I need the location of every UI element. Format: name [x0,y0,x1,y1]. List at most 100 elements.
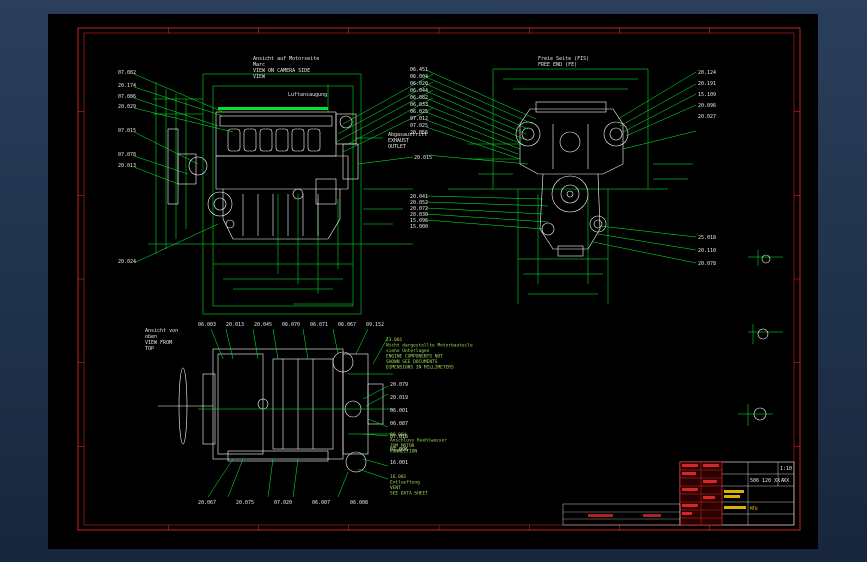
front-view-title-1: Freie Seite (FIS) [538,56,589,62]
front-view: Freie Seite (FIS) FREE END (FE) 06.45106… [410,56,716,304]
callout-label: 06.007 [312,500,330,506]
front-bottom-right-callouts: 25.018 20.110 20.078 [698,235,716,267]
side-callout: 07.082 [118,70,136,76]
callout-label: 09.152 [366,322,384,328]
top-top-callouts: 06.003 20.013 20.045 06.070 06.071 06.067 09.1… [198,322,384,328]
callout-label: 20.027 [698,114,716,120]
exhaust-label-2: EXHAUST [388,138,409,144]
top-view-title-4: TOP [145,346,154,352]
callout-label: 06.071 [310,322,328,328]
callout-label: CONNECTION [390,449,417,455]
side-view: Ansicht auf Motorseite Marc VIEW ON CAME… [118,56,434,315]
callout-label: 06.033 [410,102,428,108]
side-callout: 20.013 [118,163,136,169]
detail-b [757,328,769,340]
callout-label: 06.020 [410,81,428,87]
callout-label: 07.096 [390,447,408,453]
callout-label: ENGINE COMPONENTS NOT [386,354,443,360]
detail-a [761,254,771,264]
top-view-title-1: Ansicht von [145,328,178,334]
callout-label: 20.019 [390,395,408,401]
callout-label: 25.018 [698,235,716,241]
callout-label: Nicht dargestellte Motorbauteile [386,343,473,349]
exhaust-label-1: Abgasaustritt [388,132,427,138]
top-view: Ansicht von oben VIEW FROM TOP 06.003 20.… [145,322,408,506]
revision-value: A [781,478,784,484]
callout-label: 07.025 [410,123,428,129]
callout-label: 06.067 [338,322,356,328]
callout-label: 06.004 [410,74,428,80]
detail-views [738,250,783,426]
detail-c [753,407,767,421]
callout-label: 20.124 [698,70,716,76]
callout-label: 20.079 [390,382,408,388]
top-view-title-3: VIEW FROM [145,340,172,346]
side-callout: 07.078 [118,152,136,158]
callout-label: 07.016 [390,434,408,440]
callout-label: 06.003 [198,322,216,328]
callout-label: siehe Unterlagen [386,348,430,354]
callout-label: 06.070 [282,322,300,328]
drawing-sheet: Ansicht auf Motorseite Marc VIEW ON CAME… [48,14,818,549]
callout-label: 16.001 [390,460,408,466]
callout-label: 06.008 [350,500,368,506]
callout-label: 06.451 [410,67,428,73]
callout-label: 20.052 [410,200,428,206]
scale-value: 1:10 [780,466,792,472]
callout-label: 20.013 [226,322,244,328]
side-callout: 20.174 [118,83,136,89]
side-view-title-2: Marc [253,62,265,68]
callout-label: 07.012 [410,116,428,122]
callout-label: 06.001 [390,408,408,414]
intake-label: Luftansaugung [288,92,327,98]
callout-label: 20.110 [698,248,716,254]
callout-label: 20.072 [410,206,428,212]
callout-label: SHOWN SEE DOCUMENTS [386,359,438,365]
callout-label: 20.191 [698,81,716,87]
callout-label: ZUM MOTOR [390,443,415,449]
side-callout: 20.024 [118,259,136,265]
top-right-callouts: 20.07920.01906.00106.08707.01607.09616.0… [390,382,408,466]
callout-label: 20.078 [698,261,716,267]
frame-ticks [78,28,800,530]
callout-label: 15.096 [410,218,428,224]
company-name: MTU [750,506,758,511]
title-block: 1:10 506 120 XX XX A MTU [562,461,795,526]
callout-label: 07.020 [274,500,292,506]
drawing-inner-frame [83,32,795,526]
front-left-callouts: 06.45106.00406.02006.04406.08206.03306.0… [410,67,428,136]
side-view-title-1: Ansicht auf Motorseite [253,56,319,62]
callout-label: 16.001 [390,474,407,480]
callout-label: 20.075 [236,500,254,506]
callout-label: Entlueftung [390,480,420,486]
top-view-title-2: oben [145,334,157,340]
side-callout: 07.086 [118,94,136,100]
side-callout: 20.029 [118,104,136,110]
front-right-callouts: 20.124 20.191 15.109 20.096 20.027 [698,70,716,120]
callout-label: 20.067 [198,500,216,506]
top-bottom-callouts: 20.067 20.075 07.020 06.007 06.008 [198,500,368,506]
callout-label: 23.001 [386,337,403,343]
front-view-title-2: FREE END (FE) [538,62,577,68]
callout-label: SEE DATA SHEET [390,491,428,497]
callout-label: 20.045 [254,322,272,328]
side-mid-callout: 20.015 [414,155,432,161]
callout-label: 20.096 [698,103,716,109]
callout-label: 06.004 [390,432,407,438]
callout-label: Anschluss Kuehlwasser [390,438,447,444]
callout-label: 15.109 [698,92,716,98]
callout-label: DIMENSIONS IN MILLIMETERS [386,365,454,371]
callout-label: 20.041 [410,194,428,200]
callout-label: 06.044 [410,88,428,94]
side-callout: 07.015 [118,128,136,134]
side-view-title-4: VIEW [253,74,266,80]
callout-label: VENT [390,485,401,491]
callout-label: 20.030 [410,212,428,218]
callout-label: 20.056 [410,130,428,136]
